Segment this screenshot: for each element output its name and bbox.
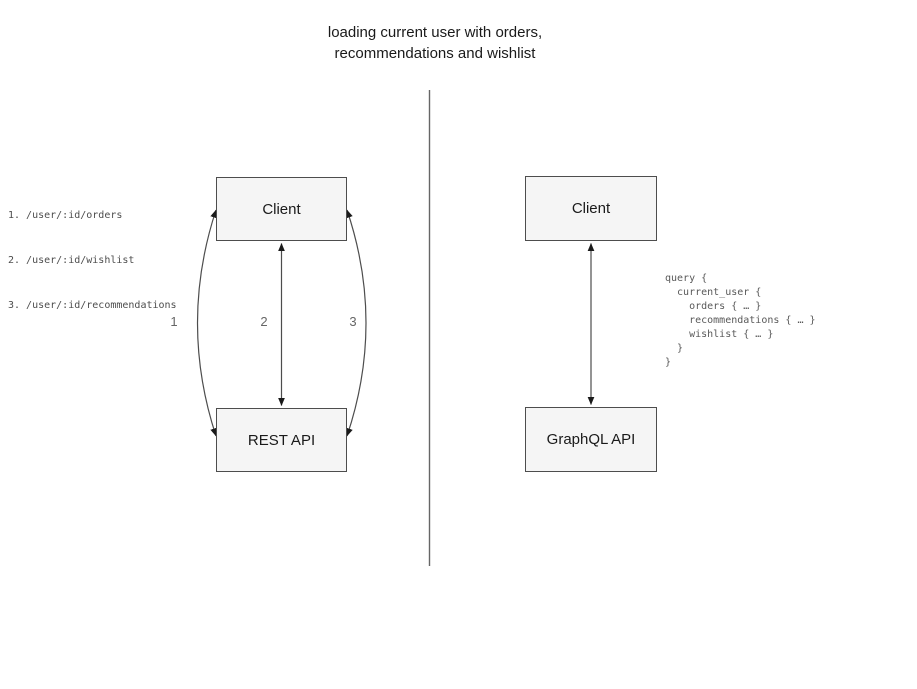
- rest-arrow-2-label: 2: [260, 314, 268, 329]
- graphql-query-code: query { current_user { orders { … } reco…: [665, 273, 816, 368]
- rest-arrow-3-curve: [346, 209, 367, 437]
- rest-endpoint-wishlist: 2. /user/:id/wishlist: [8, 255, 135, 266]
- rest-api-label: REST API: [247, 431, 316, 449]
- rest-client-node: Client: [216, 177, 347, 241]
- rest-arrow-3-label: 3: [349, 314, 357, 329]
- rest-api-node: REST API: [216, 408, 347, 472]
- rest-endpoint-orders: 1. /user/:id/orders: [8, 210, 123, 221]
- graphql-client-node: Client: [525, 176, 657, 241]
- diagram-title-line1: loading current user with orders,: [327, 24, 543, 41]
- rest-endpoint-recommendations: 3. /user/:id/recommendations: [8, 300, 177, 311]
- rest-arrow-1-label: 1: [170, 314, 178, 329]
- graphql-api-node: GraphQL API: [525, 407, 657, 472]
- rest-endpoint-list: 1. /user/:id/orders 2. /user/:id/wishlis…: [8, 178, 177, 343]
- graphql-client-label: Client: [571, 200, 611, 217]
- rest-client-label: Client: [262, 200, 301, 218]
- rest-arrow-1-curve: [196, 209, 217, 437]
- diagram-title-line2: recommendations and wishlist: [334, 45, 536, 62]
- diagram-title: loading current user with orders, recomm…: [0, 22, 870, 64]
- graphql-api-label: GraphQL API: [546, 431, 636, 448]
